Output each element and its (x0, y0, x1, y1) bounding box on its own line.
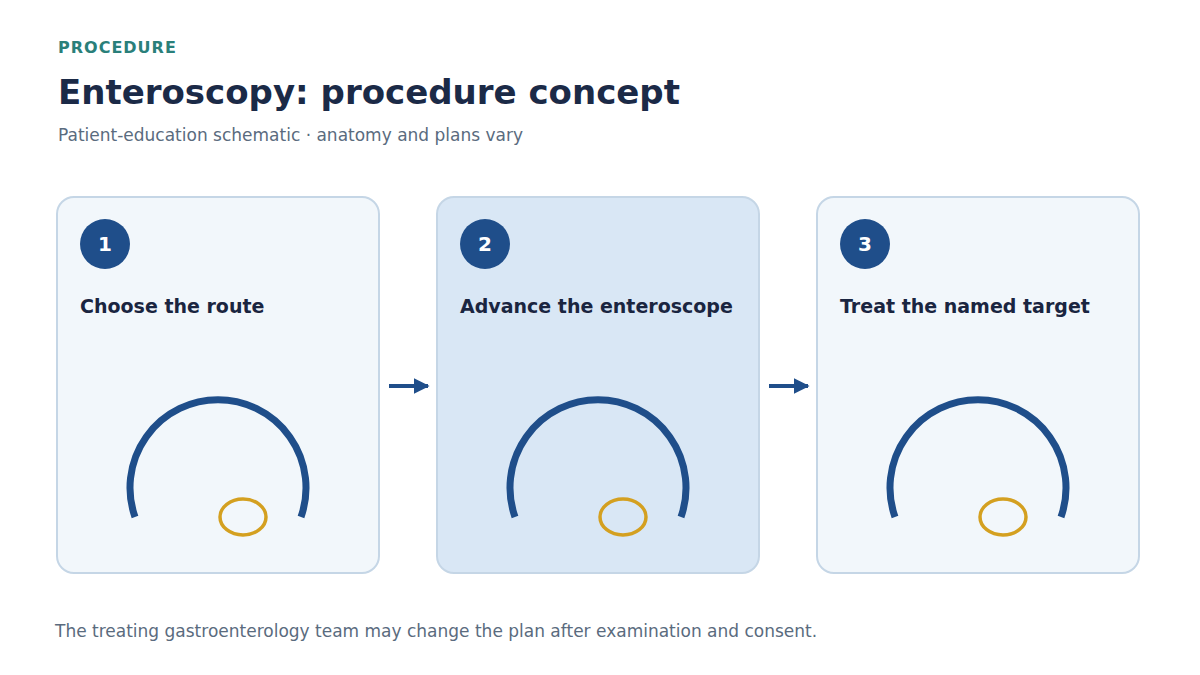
flow-arrow (389, 384, 428, 388)
step-number: 1 (98, 234, 112, 254)
step-number-circle: 3 (840, 219, 890, 269)
subtitle-note: Patient-education schematic · anatomy an… (58, 124, 958, 146)
step-card: Choose the route1 (56, 196, 380, 574)
diagram-title: Enteroscopy: procedure concept (58, 70, 1058, 114)
section-kicker: PROCEDURE (58, 38, 177, 58)
flow-arrow (769, 384, 808, 388)
step-heading: Advance the enteroscope (460, 294, 772, 318)
step-heading: Treat the named target (840, 294, 1152, 318)
step-number: 2 (478, 234, 492, 254)
footer-caption: The treating gastroenterology team may c… (55, 620, 1055, 642)
step-card: Treat the named target3 (816, 196, 1140, 574)
step-number-circle: 2 (460, 219, 510, 269)
step-heading: Choose the route (80, 294, 392, 318)
step-number-circle: 1 (80, 219, 130, 269)
step-card: Advance the enteroscope2 (436, 196, 760, 574)
step-number: 3 (858, 234, 872, 254)
